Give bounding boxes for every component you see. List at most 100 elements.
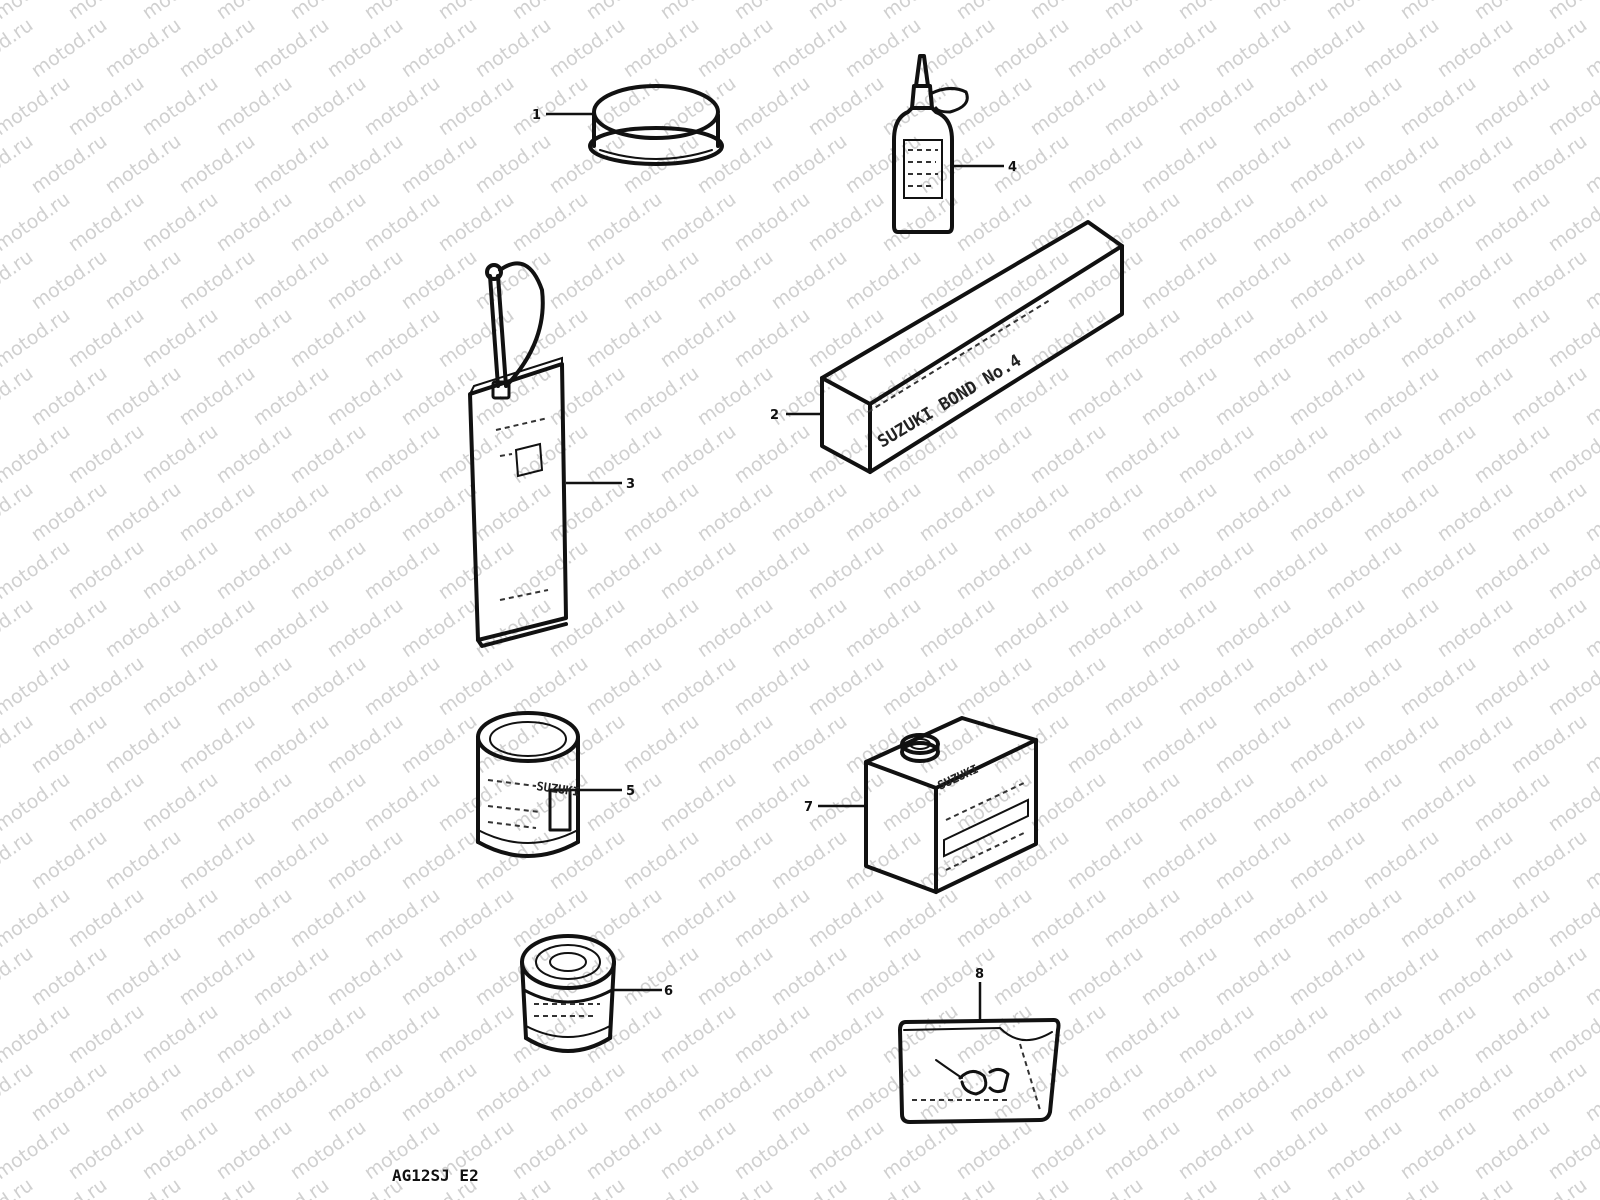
- watermark-text: motod.ru: [1544, 652, 1600, 720]
- watermark-text: motod.ru: [767, 710, 851, 778]
- watermark-text: motod.ru: [1063, 826, 1147, 894]
- watermark-text: motod.ru: [1137, 1174, 1221, 1200]
- watermark-text: motod.ru: [360, 420, 444, 488]
- watermark-text: motod.ru: [138, 536, 222, 604]
- callout-2: 2: [770, 408, 779, 423]
- watermark-text: motod.ru: [212, 652, 296, 720]
- watermark-text: motod.ru: [175, 1058, 259, 1126]
- watermark-text: motod.ru: [1100, 72, 1184, 140]
- watermark-text: motod.ru: [730, 536, 814, 604]
- watermark-text: motod.ru: [1026, 1116, 1110, 1184]
- watermark-text: motod.ru: [1433, 130, 1517, 198]
- watermark-text: motod.ru: [1026, 72, 1110, 140]
- watermark-text: motod.ru: [471, 826, 555, 894]
- watermark-text: motod.ru: [323, 710, 407, 778]
- watermark-text: motod.ru: [804, 72, 888, 140]
- watermark-text: motod.ru: [1248, 0, 1332, 24]
- watermark-text: motod.ru: [693, 1058, 777, 1126]
- watermark-text: motod.ru: [1285, 246, 1369, 314]
- watermark-text: motod.ru: [804, 536, 888, 604]
- watermark-text: motod.ru: [841, 594, 925, 662]
- watermark-text: motod.ru: [1507, 826, 1591, 894]
- watermark-text: motod.ru: [212, 1116, 296, 1184]
- watermark-text: motod.ru: [582, 536, 666, 604]
- watermark-text: motod.ru: [730, 768, 814, 836]
- watermark-text: motod.ru: [1063, 710, 1147, 778]
- watermark-text: motod.ru: [1507, 362, 1591, 430]
- watermark-text: motod.ru: [1396, 304, 1480, 372]
- watermark-text: motod.ru: [323, 594, 407, 662]
- watermark-text: motod.ru: [1211, 826, 1295, 894]
- can-5-label: SUZUKI: [536, 779, 581, 799]
- watermark-text: motod.ru: [1544, 536, 1600, 604]
- watermark-text: motod.ru: [841, 1058, 925, 1126]
- watermark-text: motod.ru: [1248, 188, 1332, 256]
- watermark-text: motod.ru: [434, 1000, 518, 1068]
- watermark-text: motod.ru: [0, 768, 74, 836]
- watermark-text: motod.ru: [249, 710, 333, 778]
- watermark-text: motod.ru: [952, 420, 1036, 488]
- watermark-text: motod.ru: [619, 1174, 703, 1200]
- watermark-text: motod.ru: [508, 1116, 592, 1184]
- watermark-text: motod.ru: [1433, 1058, 1517, 1126]
- watermark-text: motod.ru: [1470, 420, 1554, 488]
- watermark-text: motod.ru: [582, 652, 666, 720]
- watermark-text: motod.ru: [1396, 188, 1480, 256]
- watermark-text: motod.ru: [989, 130, 1073, 198]
- watermark-text: motod.ru: [286, 652, 370, 720]
- watermark-text: motod.ru: [656, 420, 740, 488]
- watermark-text: motod.ru: [64, 188, 148, 256]
- watermark-text: motod.ru: [619, 246, 703, 314]
- watermark-text: motod.ru: [952, 536, 1036, 604]
- watermark-text: motod.ru: [952, 1116, 1036, 1184]
- watermark-text: motod.ru: [64, 0, 148, 24]
- watermark-text: motod.ru: [1211, 246, 1295, 314]
- watermark-text: motod.ru: [360, 536, 444, 604]
- watermark-text: motod.ru: [64, 884, 148, 952]
- watermark-text: motod.ru: [1322, 768, 1406, 836]
- watermark-text: motod.ru: [878, 884, 962, 952]
- watermark-text: motod.ru: [138, 1000, 222, 1068]
- watermark-text: motod.ru: [915, 1058, 999, 1126]
- watermark-text: motod.ru: [1433, 594, 1517, 662]
- watermark-text: motod.ru: [101, 14, 185, 82]
- watermark-text: motod.ru: [841, 1174, 925, 1200]
- watermark-text: motod.ru: [397, 594, 481, 662]
- watermark-text: motod.ru: [286, 1000, 370, 1068]
- watermark-text: motod.ru: [1174, 1116, 1258, 1184]
- watermark-text: motod.ru: [175, 826, 259, 894]
- callout-5: 5: [626, 784, 635, 799]
- watermark-text: motod.ru: [730, 652, 814, 720]
- watermark-text: motod.ru: [1211, 942, 1295, 1010]
- watermark-text: motod.ru: [1396, 1116, 1480, 1184]
- watermark-text: motod.ru: [1026, 652, 1110, 720]
- watermark-text: motod.ru: [249, 1174, 333, 1200]
- watermark-text: motod.ru: [249, 826, 333, 894]
- watermark-text: motod.ru: [1322, 0, 1406, 24]
- watermark-text: motod.ru: [841, 942, 925, 1010]
- watermark-text: motod.ru: [508, 72, 592, 140]
- watermark-text: motod.ru: [545, 362, 629, 430]
- watermark-text: motod.ru: [1248, 768, 1332, 836]
- watermark-text: motod.ru: [508, 884, 592, 952]
- watermark-text: motod.ru: [1026, 188, 1110, 256]
- watermark-text: motod.ru: [1507, 942, 1591, 1010]
- watermark-text: motod.ru: [1100, 884, 1184, 952]
- watermark-text: motod.ru: [1544, 188, 1600, 256]
- watermark-text: motod.ru: [582, 188, 666, 256]
- watermark-text: motod.ru: [1359, 942, 1443, 1010]
- watermark-text: motod.ru: [656, 1000, 740, 1068]
- watermark-text: motod.ru: [989, 942, 1073, 1010]
- watermark-text: motod.ru: [1137, 1058, 1221, 1126]
- watermark-text: motod.ru: [1433, 362, 1517, 430]
- watermark-text: motod.ru: [1211, 710, 1295, 778]
- watermark-text: motod.ru: [1507, 14, 1591, 82]
- watermark-text: motod.ru: [434, 72, 518, 140]
- watermark-text: motod.ru: [1285, 594, 1369, 662]
- watermark-text: motod.ru: [952, 884, 1036, 952]
- watermark-text: motod.ru: [175, 246, 259, 314]
- watermark-text: motod.ru: [27, 14, 111, 82]
- watermark-text: motod.ru: [471, 478, 555, 546]
- watermark-text: motod.ru: [693, 14, 777, 82]
- watermark-text: motod.ru: [360, 652, 444, 720]
